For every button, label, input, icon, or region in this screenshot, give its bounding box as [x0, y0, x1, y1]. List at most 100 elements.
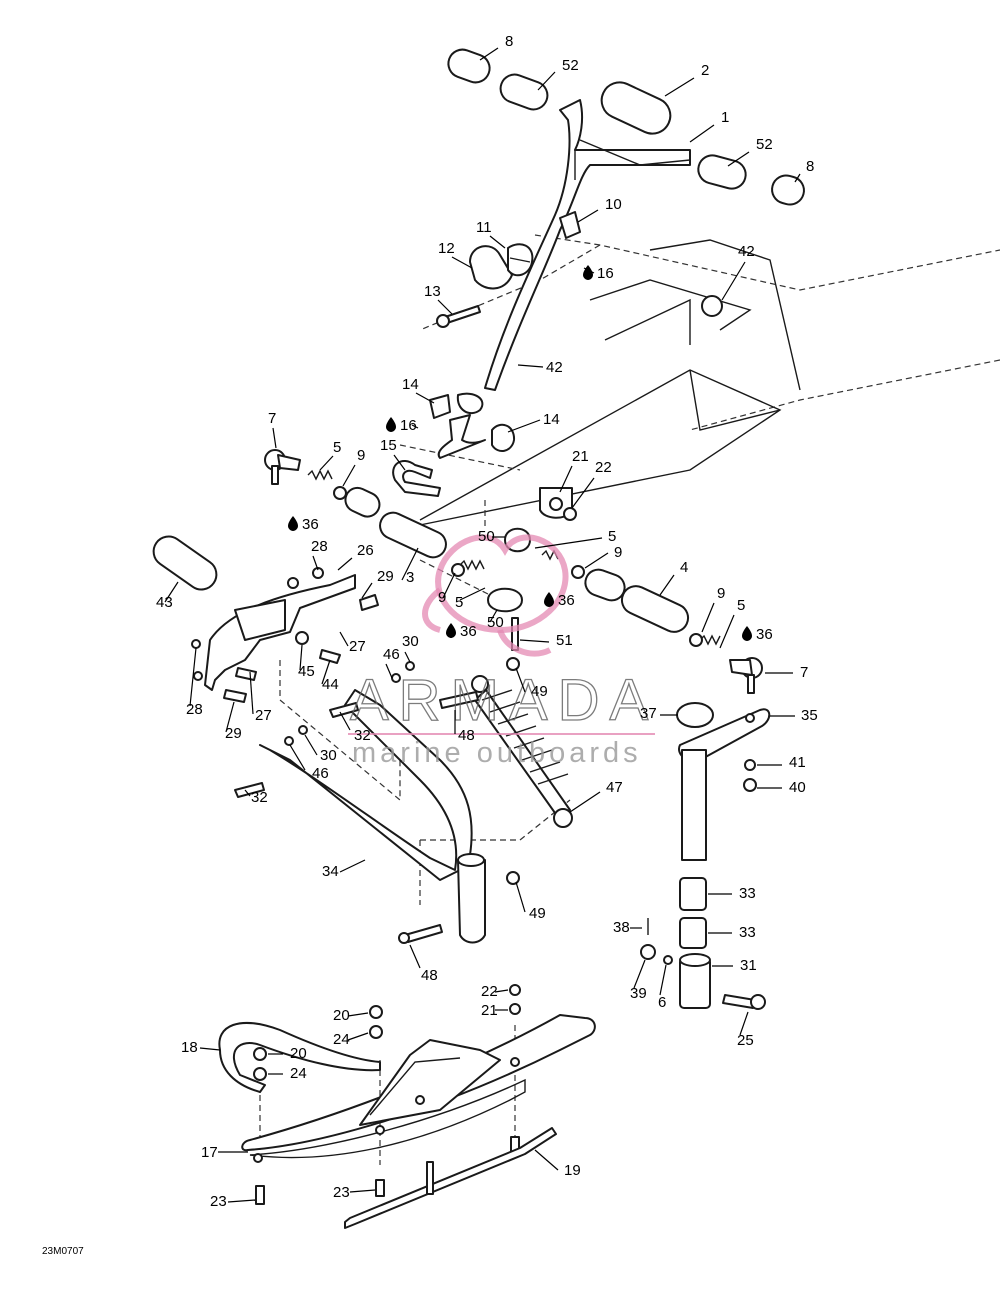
handlebar — [484, 99, 691, 391]
grip-left-outer — [447, 48, 491, 84]
watermark-title: ARMADA — [350, 668, 658, 733]
handle-grip-right — [600, 81, 672, 135]
callout-leader-27 — [249, 671, 254, 715]
callout-leader-24 — [347, 1032, 369, 1041]
callout-leader-16 — [411, 424, 419, 429]
grip-right-outer — [771, 174, 805, 206]
callout-number-7: 7 — [268, 410, 276, 427]
callout-number-10: 10 — [605, 196, 622, 213]
callout-number-17: 17 — [201, 1144, 218, 1161]
callout-leader-18 — [199, 1047, 221, 1051]
callout-number-50: 50 — [478, 528, 495, 545]
callout-leaders — [164, 47, 801, 1203]
callout-leader-46 — [289, 744, 306, 771]
oil-drop-icon — [544, 592, 554, 607]
callout-number-13: 13 — [424, 283, 441, 300]
callout-number-24: 24 — [333, 1031, 350, 1048]
callout-number-15: 15 — [380, 437, 397, 454]
callout-leader-29 — [225, 701, 235, 733]
callout-number-29: 29 — [225, 725, 242, 742]
callout-leader-9 — [442, 572, 456, 599]
callout-leader-45 — [299, 644, 303, 671]
grip-right-inner — [697, 154, 747, 190]
callout-leader-6 — [659, 964, 667, 996]
callout-number-5: 5 — [455, 594, 463, 611]
callout-number-19: 19 — [564, 1162, 581, 1179]
callout-leader-42 — [517, 364, 544, 368]
steering-arm — [676, 702, 771, 861]
callout-number-9: 9 — [357, 447, 365, 464]
callout-number-20: 20 — [333, 1007, 350, 1024]
oil-drop-icon — [288, 516, 298, 531]
ski-strap — [218, 1021, 381, 1093]
callout-number-47: 47 — [606, 779, 623, 796]
callout-number-29: 29 — [377, 568, 394, 585]
callout-leader-32 — [244, 789, 251, 797]
callout-leader-46 — [385, 663, 393, 679]
callout-leader-26 — [337, 557, 353, 571]
callout-number-16: 16 — [400, 417, 417, 434]
callout-number-20: 20 — [290, 1045, 307, 1062]
callout-number-44: 44 — [322, 676, 339, 693]
steering-column-base — [437, 414, 486, 459]
callout-number-11: 11 — [476, 219, 492, 236]
oil-drop-icon — [583, 265, 593, 280]
callout-number-46: 46 — [312, 765, 329, 782]
callout-leader-23 — [349, 1189, 376, 1193]
steering-bracket-left — [191, 567, 379, 703]
callout-number-8: 8 — [806, 158, 814, 175]
callout-leader-34 — [339, 859, 366, 873]
callout-number-27: 27 — [255, 707, 272, 724]
tie-rod-left — [152, 486, 447, 591]
callout-number-48: 48 — [458, 727, 475, 744]
shock-absorber — [439, 657, 573, 828]
callout-number-28: 28 — [186, 701, 203, 718]
callout-leader-5 — [459, 587, 486, 601]
bushings — [640, 877, 766, 1010]
callout-leader-12 — [451, 256, 473, 269]
callout-number-7: 7 — [800, 664, 808, 681]
callout-leader-15 — [393, 454, 406, 471]
callout-number-41: 41 — [789, 754, 806, 771]
callout-number-48: 48 — [421, 967, 438, 984]
callout-number-32: 32 — [251, 789, 268, 806]
callout-leader-14 — [507, 419, 541, 433]
callout-leader-43 — [164, 581, 179, 603]
callout-leader-1 — [689, 124, 715, 143]
callout-number-3: 3 — [406, 569, 414, 586]
callout-number-37: 37 — [640, 705, 657, 722]
callout-leader-21 — [559, 465, 573, 493]
grip-left-inner — [499, 73, 549, 111]
callout-number-52: 52 — [756, 136, 773, 153]
callout-leader-42 — [721, 261, 746, 301]
callout-leader-11 — [489, 235, 506, 249]
callout-leader-22 — [494, 989, 509, 993]
callout-number-36: 36 — [756, 626, 773, 643]
callout-number-9: 9 — [614, 544, 622, 561]
callout-number-5: 5 — [737, 597, 745, 614]
watermark-subtitle: marine outboards — [352, 737, 642, 769]
callout-number-18: 18 — [181, 1039, 198, 1056]
callout-leader-5 — [719, 614, 735, 649]
callout-number-50: 50 — [487, 614, 504, 631]
oil-drop-icon — [386, 417, 396, 432]
oil-drop-icon — [446, 623, 456, 638]
callout-leader-52 — [537, 71, 556, 91]
callout-number-31: 31 — [740, 957, 757, 974]
callout-number-9: 9 — [438, 589, 446, 606]
callout-leader-47 — [569, 791, 601, 813]
callout-leader-27 — [339, 631, 349, 647]
callout-number-42: 42 — [546, 359, 563, 376]
callout-number-36: 36 — [302, 516, 319, 533]
callout-leader-28 — [189, 647, 197, 707]
callout-leader-30 — [304, 734, 318, 756]
callout-number-40: 40 — [789, 779, 806, 796]
callout-leader-13 — [437, 299, 453, 315]
tie-rod-right — [584, 568, 690, 633]
callout-number-49: 49 — [531, 683, 548, 700]
callout-number-45: 45 — [298, 663, 315, 680]
callout-number-43: 43 — [156, 594, 173, 611]
callout-number-5: 5 — [333, 439, 341, 456]
